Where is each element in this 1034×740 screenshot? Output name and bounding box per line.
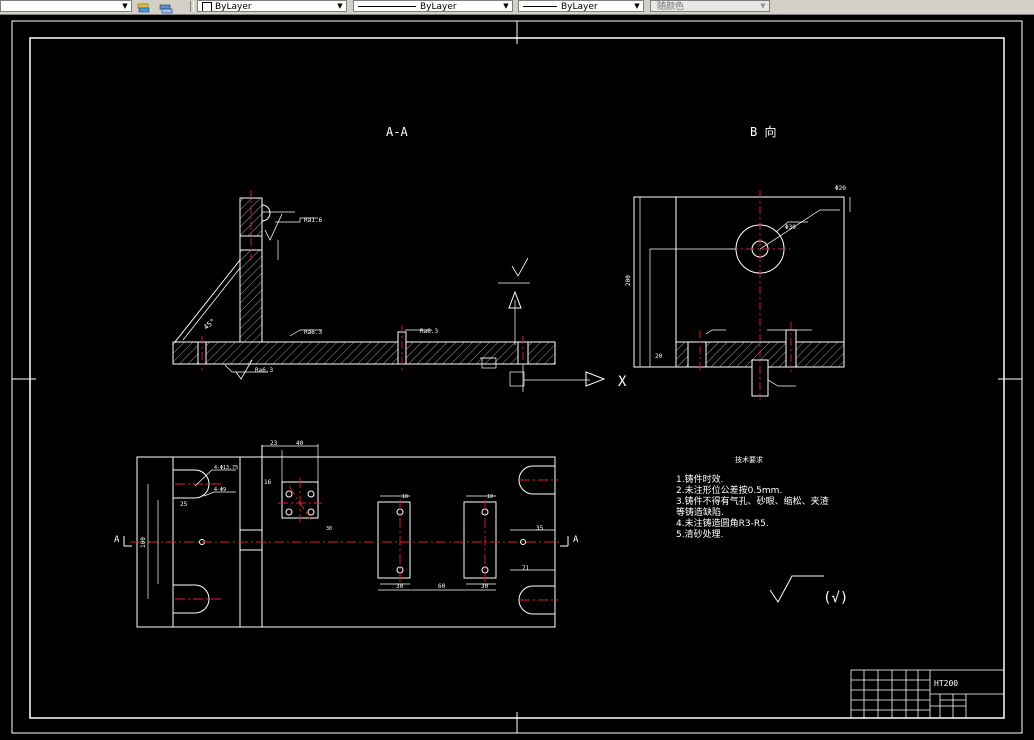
color-control-dropdown[interactable]: ByLayer ▼	[197, 0, 347, 12]
lineweight-preview-icon	[523, 6, 557, 7]
centring-marks	[12, 21, 1022, 733]
layer-previous-icon[interactable]	[158, 0, 174, 14]
note-line: 5.清砂处理.	[676, 530, 724, 540]
roughness-label-c: Ra1.6	[304, 217, 322, 224]
dim-30-c: 30	[326, 526, 332, 532]
note-line: 1.铸件时效.	[676, 475, 724, 485]
view-x-marker: X	[618, 374, 627, 390]
section-marker-left: A	[114, 535, 120, 545]
roughness-label-a: Ra6.3	[304, 329, 322, 336]
section-view-aa: X 45° Ra6.3 Ra6.3 Ra1.6 Ra6.3	[172, 190, 627, 392]
chevron-down-icon: ▼	[634, 2, 640, 10]
linetype-control-dropdown[interactable]: ByLayer ▼	[353, 0, 513, 12]
dim-100: 100	[140, 537, 147, 548]
lineweight-control-value: ByLayer	[561, 2, 598, 12]
note-line: 等铸造缺陷.	[676, 508, 724, 518]
section-view-label: A-A	[386, 125, 408, 139]
cad-drawing: A-A B 向	[11, 20, 1023, 734]
bore-dim-label: Φ30	[785, 224, 796, 231]
dim-60: 60	[438, 583, 446, 590]
title-block-material: HT200	[934, 679, 958, 688]
dim-30-a: 30	[396, 583, 404, 590]
dim-71: 71	[522, 565, 530, 572]
dim-40: 40	[296, 440, 304, 447]
lineweight-control-dropdown[interactable]: ByLayer ▼	[518, 0, 644, 12]
chevron-down-icon: ▼	[503, 2, 509, 10]
plan-view: A A 23 40 16 30 30 60 35 71 4-Φ13.75 4-Φ…	[114, 440, 579, 628]
linetype-control-value: ByLayer	[420, 2, 457, 12]
linetype-preview-icon	[358, 6, 416, 7]
roughness-other-text: (√)	[823, 590, 848, 606]
toolbar-separator	[190, 1, 194, 12]
layer-stack-icon[interactable]	[136, 0, 152, 13]
roughness-other-symbol	[769, 575, 824, 603]
tech-requirements-title: 技术要求	[735, 455, 763, 464]
hole-dim-label: Φ20	[835, 185, 846, 192]
dim-23: 23	[270, 440, 278, 447]
properties-toolbar: ▼ ByLayer ▼ ByLayer ▼ ByLayer ▼ 随颜色 ▼	[0, 0, 1034, 15]
rib-angle-dim: 45°	[202, 317, 217, 331]
technical-requirements: 1.铸件时效. 2.未注形位公差按0.5mm. 3.铸件不得有气孔、砂眼、缩松、…	[676, 475, 829, 541]
note-line: 3.铸件不得有气孔、砂眼、缩松、夹渣	[676, 497, 829, 507]
dim-small-holes: 4-Φ9	[214, 487, 226, 493]
dim-10-a: 10	[402, 494, 408, 500]
drawing-canvas[interactable]: A-A B 向	[0, 15, 1034, 740]
dim-10-b: 10	[487, 494, 493, 500]
color-control-value: ByLayer	[215, 2, 252, 12]
plotstyle-control-value: 随颜色	[657, 2, 685, 12]
drawing-frame	[29, 37, 1005, 719]
note-line: 2.未注形位公差按0.5mm.	[676, 486, 783, 496]
auxiliary-view-label: B 向	[750, 124, 776, 139]
dim-slot-holes: 4-Φ13.75	[214, 465, 238, 471]
sheet-border	[11, 20, 1023, 734]
chevron-down-icon: ▼	[760, 2, 766, 10]
color-swatch-icon	[202, 1, 212, 11]
chevron-down-icon: ▼	[337, 2, 343, 10]
dim-25: 25	[180, 501, 188, 508]
layer-dropdown[interactable]: ▼	[0, 0, 132, 12]
plotstyle-control-dropdown[interactable]: 随颜色 ▼	[650, 0, 770, 12]
dim-35: 35	[536, 525, 544, 532]
dim-16: 16	[264, 479, 272, 486]
section-marker-right: A	[573, 535, 579, 545]
height-dim-label: 200	[625, 275, 632, 286]
roughness-label-b: Ra6.3	[420, 328, 438, 335]
view-b: Φ30 Φ20 200 20	[625, 185, 851, 400]
base-dim-label: 20	[655, 353, 663, 360]
note-line: 4.未注铸造圆角R3-R5.	[676, 519, 769, 529]
dim-30-b: 30	[481, 583, 489, 590]
title-block	[850, 669, 1005, 719]
chevron-down-icon: ▼	[122, 2, 128, 10]
roughness-label-d: Ra6.3	[255, 367, 273, 374]
